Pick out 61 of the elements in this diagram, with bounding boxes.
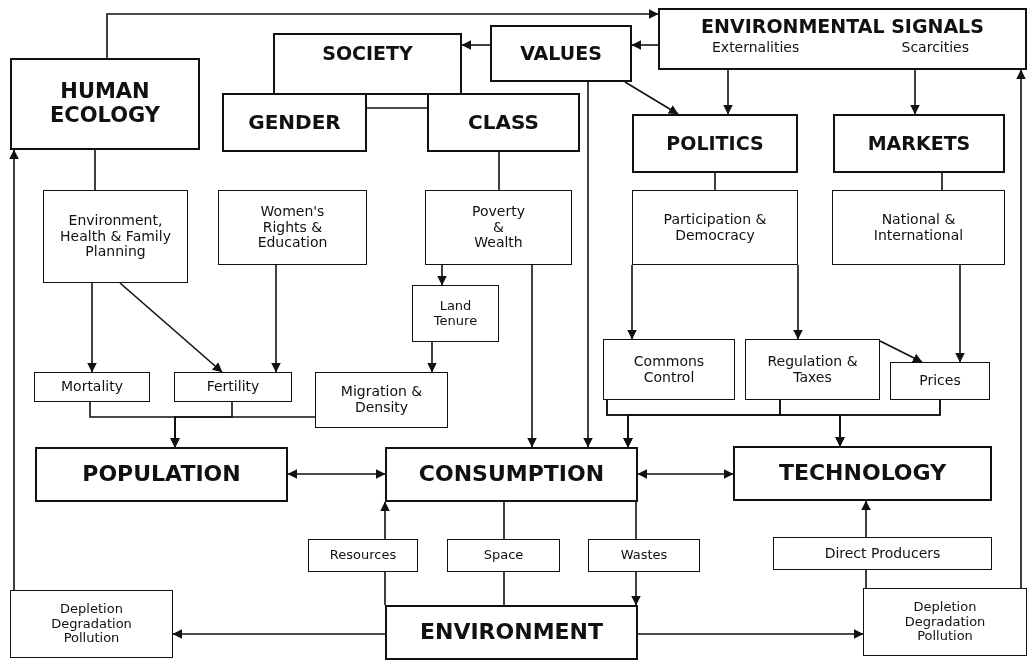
concept-box: CLASS	[427, 93, 580, 152]
arrow	[461, 40, 491, 50]
arrow	[1016, 69, 1026, 589]
factor-box: Wastes	[588, 539, 700, 572]
factor-box: National & International	[832, 190, 1005, 265]
arrow	[87, 282, 97, 373]
arrow	[9, 149, 19, 591]
factor-box: Resources	[308, 539, 418, 572]
arrow	[287, 469, 386, 479]
arrow	[910, 69, 920, 115]
factor-box: Prices	[890, 362, 990, 400]
box-title: ENVIRONMENTAL SIGNALS	[701, 16, 984, 38]
arrow	[172, 629, 386, 639]
factor-box: Mortality	[34, 372, 150, 402]
concept-box: HUMAN ECOLOGY	[10, 58, 200, 150]
arrow	[624, 81, 679, 115]
arrow	[527, 264, 537, 448]
factor-box: Migration & Density	[315, 372, 448, 428]
arrow	[631, 571, 641, 606]
arrow	[637, 629, 864, 639]
arrow	[106, 9, 659, 59]
factor-box: Fertility	[174, 372, 292, 402]
concept-box: POLITICS	[632, 114, 798, 173]
concept-box: POPULATION	[35, 447, 288, 502]
factor-box: Regulation & Taxes	[745, 339, 880, 400]
arrow	[583, 81, 593, 448]
arrow	[955, 264, 965, 363]
signal-label: Externalities	[712, 40, 800, 56]
arrow	[861, 500, 871, 538]
arrow	[170, 416, 316, 448]
concept-box: GENDER	[222, 93, 367, 152]
arrow	[631, 40, 659, 50]
arrow	[637, 469, 734, 479]
concept-box: MARKETS	[833, 114, 1005, 173]
concept-box: CONSUMPTION	[385, 447, 638, 502]
arrow	[835, 399, 941, 447]
factor-box: Environment, Health & Family Planning	[43, 190, 188, 283]
arrow	[627, 264, 637, 340]
arrow	[119, 282, 223, 373]
factor-box: Poverty & Wealth	[425, 190, 572, 265]
factor-box: Participation & Democracy	[632, 190, 798, 265]
concept-box: VALUES	[490, 25, 632, 82]
factor-box: Depletion Degradation Pollution	[863, 588, 1027, 656]
arrow	[793, 264, 803, 340]
signals-box	[658, 8, 1027, 70]
arrow	[380, 501, 390, 540]
arrow	[427, 341, 437, 373]
concept-box: ENVIRONMENT	[385, 605, 638, 660]
arrow	[437, 264, 447, 286]
arrow	[271, 264, 281, 373]
factor-box: Depletion Degradation Pollution	[10, 590, 173, 658]
signal-label: Scarcities	[901, 40, 969, 56]
arrow	[723, 69, 733, 115]
factor-box: Direct Producers	[773, 537, 992, 570]
concept-box: TECHNOLOGY	[733, 446, 992, 501]
factor-box: Space	[447, 539, 560, 572]
factor-box: Commons Control	[603, 339, 735, 400]
factor-box: Land Tenure	[412, 285, 499, 342]
group-box: SOCIETY	[273, 33, 462, 95]
factor-box: Women's Rights & Education	[218, 190, 367, 265]
arrow	[879, 340, 923, 363]
